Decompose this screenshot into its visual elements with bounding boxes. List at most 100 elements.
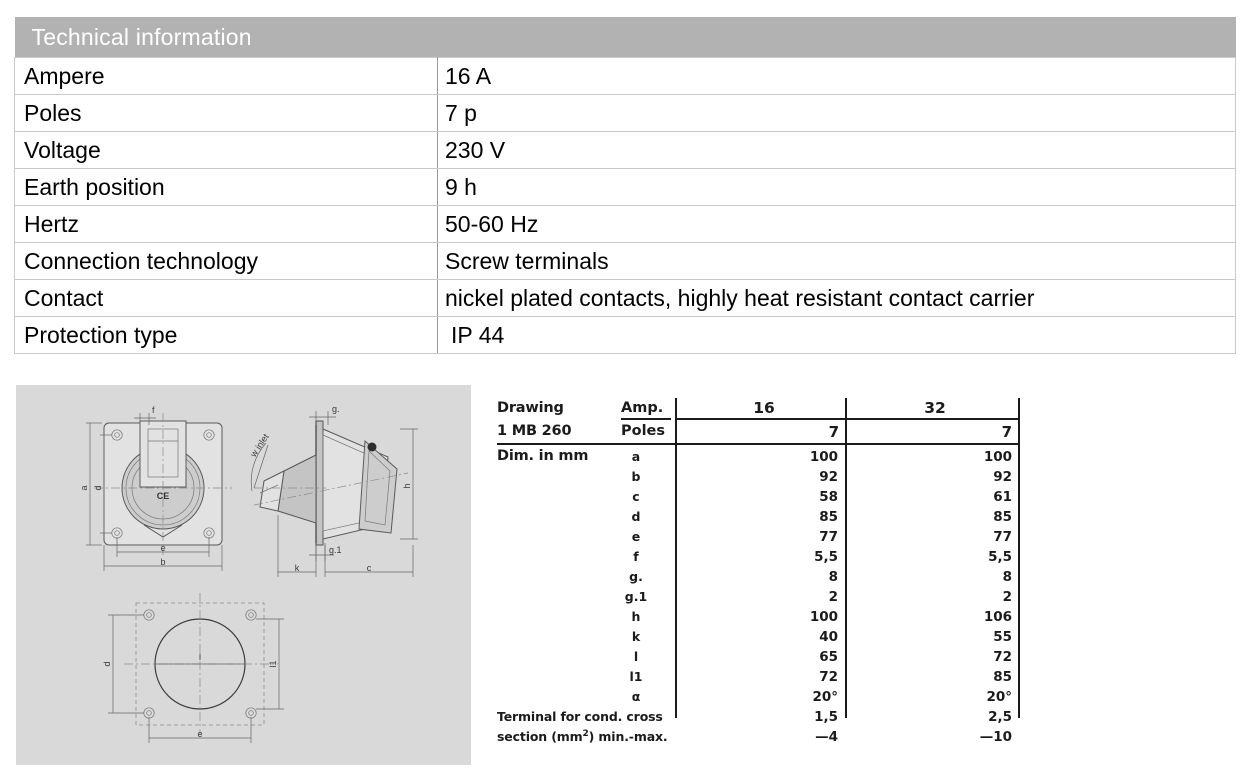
terminal-max-32: —10	[979, 729, 1012, 745]
dim-row-label: e	[631, 529, 641, 544]
poles-value-col-32: 7	[1001, 423, 1012, 441]
dim-row-value-16: 58	[819, 489, 838, 505]
dim-row-value-16: 92	[819, 469, 838, 485]
poles-value-col-16: 7	[828, 423, 839, 441]
table-row: Voltage 230 V	[14, 131, 1236, 169]
row-value-ampere: 16 A	[437, 57, 1236, 95]
dim-row-value-32: 20°	[986, 689, 1012, 705]
dim-row-value-32: 2	[1002, 589, 1012, 605]
dimension-label-b: b	[160, 557, 165, 567]
amp-label: Amp.	[621, 400, 664, 416]
dim-row-value-32: 85	[993, 669, 1012, 685]
column-rule-middle	[845, 398, 847, 718]
terminal-label-superscript: 2	[582, 729, 589, 739]
table-row: Hertz 50-60 Hz	[14, 205, 1236, 243]
dim-row-value-16: 100	[809, 449, 838, 465]
drawing-title-line-1: Drawing	[497, 400, 564, 416]
terminal-min-32: 2,5	[988, 709, 1012, 725]
rule-under-amp-cols	[677, 418, 1018, 420]
row-label-poles: Poles	[14, 94, 438, 132]
dim-row-value-16: 77	[819, 529, 838, 545]
dim-row-label: h	[631, 609, 641, 624]
dim-row-label: d	[631, 509, 641, 524]
dimension-label-g: g.	[332, 404, 340, 414]
technical-drawing-panel: .ln { fill:none; stroke:#555; stroke-wid…	[16, 385, 471, 765]
dim-row-value-16: 5,5	[814, 549, 838, 565]
dim-row-value-16: 65	[819, 649, 838, 665]
dim-row-value-16: 20°	[812, 689, 838, 705]
dim-row-label: g.	[629, 569, 643, 584]
row-label-earth-position: Earth position	[14, 168, 438, 206]
dim-row-label: α	[631, 689, 641, 704]
dimension-label-l1: l1	[268, 660, 278, 667]
terminal-label-line-1: Terminal for cond. cross	[497, 709, 663, 724]
dimension-table: Drawing 1 MB 260 Dim. in mm Amp. Poles 1…	[497, 398, 1027, 745]
page-title: Technical information	[14, 17, 1236, 58]
dim-row-value-32: 55	[993, 629, 1012, 645]
dim-row-value-32: 92	[993, 469, 1012, 485]
dimension-label-e-bottom: e	[197, 729, 202, 739]
dim-row-value-16: 72	[819, 669, 838, 685]
table-row: Poles 7 p	[14, 94, 1236, 132]
dim-row-value-32: 8	[1002, 569, 1012, 585]
table-header-row: Technical information	[14, 17, 1236, 58]
dim-row-value-32: 61	[993, 489, 1012, 505]
dimension-label-g1: g.1	[329, 545, 342, 555]
row-value-contact: nickel plated contacts, highly heat resi…	[437, 279, 1236, 317]
row-value-poles: 7 p	[437, 94, 1236, 132]
dim-unit-label: Dim. in mm	[497, 448, 589, 464]
front-view: CE f a d e	[79, 405, 232, 571]
poles-label: Poles	[621, 423, 666, 439]
dim-row-value-16: 8	[828, 569, 838, 585]
table-row: Connection technology Screw terminals	[14, 242, 1236, 280]
dim-row-value-32: 106	[983, 609, 1012, 625]
dimension-label-c: c	[367, 563, 372, 573]
dim-row-label: l	[633, 649, 639, 664]
dim-row-value-32: 5,5	[988, 549, 1012, 565]
row-label-protection-type: Protection type	[14, 316, 438, 354]
dim-row-value-16: 2	[828, 589, 838, 605]
terminal-label-line-2: section (mm2) min.-max.	[497, 729, 668, 744]
side-view: w inlet g. h g.1 k c	[248, 404, 418, 577]
dim-row-label: b	[631, 469, 641, 484]
rule-under-poles	[497, 443, 1018, 445]
dim-row-value-32: 72	[993, 649, 1012, 665]
amp-value-col-16: 16	[753, 399, 775, 417]
dimension-label-k: k	[295, 563, 300, 573]
dim-row-label: f	[633, 549, 639, 564]
dim-row-label: l1	[629, 669, 643, 684]
dimension-label-e: e	[160, 543, 165, 553]
table-row: Ampere 16 A	[14, 57, 1236, 95]
dim-row-value-16: 85	[819, 509, 838, 525]
cutout-view: d l l1 e	[102, 593, 284, 743]
dim-row-value-16: 100	[809, 609, 838, 625]
row-label-connection-technology: Connection technology	[14, 242, 438, 280]
technical-drawing-svg: .ln { fill:none; stroke:#555; stroke-wid…	[79, 404, 418, 743]
dimension-label-f: f	[152, 405, 155, 415]
dim-row-value-32: 100	[983, 449, 1012, 465]
dimension-label-d-bottom: d	[102, 661, 112, 666]
table-row: Protection type IP 44	[14, 316, 1236, 354]
dimension-label-l: l	[199, 652, 201, 662]
terminal-label-line-2-post: ) min.-max.	[588, 729, 668, 745]
dimension-label-d: d	[93, 485, 103, 490]
column-rule-left	[675, 398, 677, 718]
dim-row-label: k	[631, 629, 641, 644]
terminal-min-16: 1,5	[814, 709, 838, 725]
rule-under-amp	[621, 418, 671, 420]
dim-row-label: g.1	[624, 589, 648, 604]
technical-information-table: Technical information Ampere 16 A Poles …	[14, 17, 1236, 354]
table-row: Earth position 9 h	[14, 168, 1236, 206]
row-label-contact: Contact	[14, 279, 438, 317]
amp-value-col-32: 32	[924, 399, 946, 417]
dim-row-value-16: 40	[819, 629, 838, 645]
drawing-number: 1 MB 260	[497, 423, 572, 439]
dim-row-value-32: 77	[993, 529, 1012, 545]
row-value-voltage: 230 V	[437, 131, 1236, 169]
row-label-hertz: Hertz	[14, 205, 438, 243]
row-value-earth-position: 9 h	[437, 168, 1236, 206]
row-value-connection-technology: Screw terminals	[437, 242, 1236, 280]
dim-row-label: a	[631, 449, 641, 464]
terminal-max-16: —4	[815, 729, 838, 745]
terminal-label-line-2-pre: section (mm	[497, 729, 583, 745]
